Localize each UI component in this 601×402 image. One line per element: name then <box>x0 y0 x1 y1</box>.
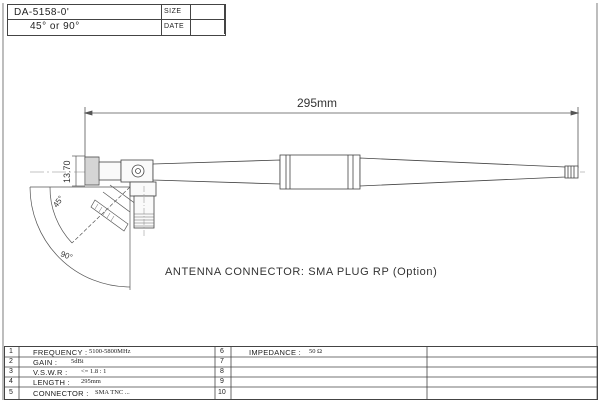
spec-label: CONNECTOR : <box>33 389 89 398</box>
table-row: 5 CONNECTOR : SMA TNC ... <box>5 387 215 399</box>
folded-90-position <box>129 181 157 238</box>
specifications-table: 1 FREQUENCY : 5100-5800MHz 2 GAIN : 5dBi… <box>4 346 598 400</box>
row-number: 1 <box>9 348 13 355</box>
spec-label: IMPEDANCE : <box>249 348 302 357</box>
spec-value: 5dBi <box>71 358 84 365</box>
row-number: 5 <box>9 389 13 396</box>
spec-value: 295mm <box>81 378 101 385</box>
connector-body <box>84 156 154 186</box>
row-number: 6 <box>220 348 224 355</box>
spec-value: 50 Ω <box>309 348 322 355</box>
height-dimension <box>72 155 85 187</box>
height-label: 13.70 <box>62 160 72 183</box>
rotation-arcs <box>29 182 131 290</box>
table-row: 7 <box>215 357 597 367</box>
model-number: DA-5158-0' <box>14 7 70 18</box>
spec-label: LENGTH : <box>33 378 70 387</box>
title-block-divider <box>224 4 225 34</box>
row-number: 7 <box>220 358 224 365</box>
length-dimension <box>83 107 580 168</box>
spec-value: <= 1.8 : 1 <box>81 368 107 375</box>
antenna-whip <box>152 154 579 190</box>
row-number: 4 <box>9 378 13 385</box>
angle-options: 45° or 90° <box>30 21 80 32</box>
angle-90-label: 90° <box>59 249 73 262</box>
table-row: 6 IMPEDANCE : 50 Ω <box>215 347 597 357</box>
table-grid <box>5 347 597 399</box>
spec-label: GAIN : <box>33 358 58 367</box>
connector-note: ANTENNA CONNECTOR: SMA PLUG RP (Option) <box>165 266 437 278</box>
spec-value: SMA TNC ... <box>95 389 130 396</box>
length-label: 295mm <box>297 96 337 110</box>
size-label: SIZE <box>164 8 182 15</box>
row-number: 8 <box>220 368 224 375</box>
date-label: DATE <box>164 23 185 30</box>
spec-label: FREQUENCY : <box>33 348 88 357</box>
table-row: 10 <box>215 387 597 399</box>
table-row: 2 GAIN : 5dBi <box>5 357 215 367</box>
row-number: 2 <box>9 358 13 365</box>
row-number: 10 <box>218 389 226 396</box>
angle-45-label: 45° <box>51 194 65 209</box>
table-row: 9 <box>215 377 597 387</box>
table-row: 1 FREQUENCY : 5100-5800MHz <box>5 347 215 357</box>
table-row: 4 LENGTH : 295mm <box>5 377 215 387</box>
table-row: 3 V.S.W.R : <= 1.8 : 1 <box>5 367 215 377</box>
row-number: 3 <box>9 368 13 375</box>
border-marks <box>2 3 598 400</box>
title-block: DA-5158-0' SIZE 45° or 90° DATE <box>7 4 226 36</box>
spec-label: V.S.W.R : <box>33 368 68 377</box>
spec-value: 5100-5800MHz <box>89 348 131 355</box>
table-row: 8 <box>215 367 597 377</box>
row-number: 9 <box>220 378 224 385</box>
